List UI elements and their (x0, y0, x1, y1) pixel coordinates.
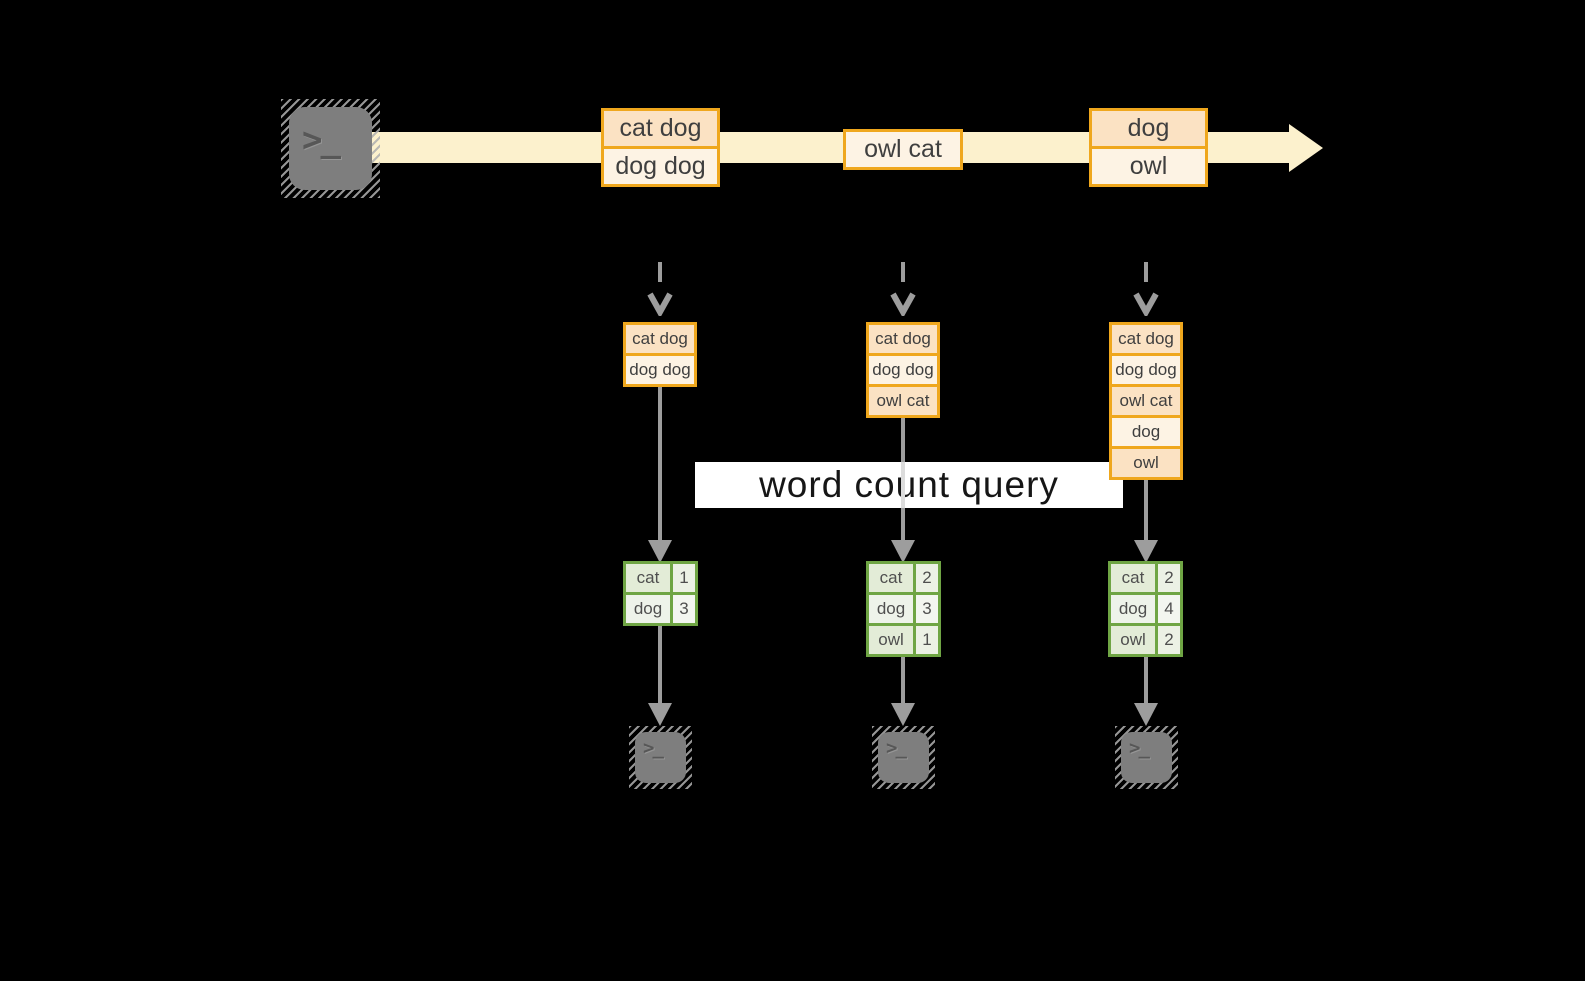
terminal-screen: >_ (1121, 732, 1172, 783)
terminal-prompt-icon: >_ (1129, 737, 1150, 759)
word-cell: dog (1111, 595, 1155, 623)
arrow-shaft (658, 626, 662, 703)
state-box-1: cat dog dog dog (623, 322, 697, 387)
state-row: cat dog (869, 325, 937, 353)
count-cell: 2 (916, 564, 938, 592)
event-box-1: cat dog dog dog (601, 108, 720, 187)
result-table-3: cat 2 dog 4 owl 2 (1108, 561, 1183, 657)
state-row: dog (1112, 415, 1180, 446)
query-label: word count query (695, 462, 1123, 508)
down-arrow-icon (890, 292, 916, 316)
arrow-shaft (1144, 657, 1148, 703)
state-row: dog dog (626, 353, 694, 384)
event-box-3: dog owl (1089, 108, 1208, 187)
word-cell: dog (626, 595, 670, 623)
down-arrow-icon (1133, 292, 1159, 316)
state-box-2: cat dog dog dog owl cat (866, 322, 940, 418)
dashed-arrow-shaft (901, 262, 905, 282)
word-cell: cat (626, 564, 670, 592)
dashed-arrow-shaft (658, 262, 662, 282)
event-box-2: owl cat (843, 129, 963, 170)
count-cell: 1 (673, 564, 695, 592)
dashed-arrow-shaft (1144, 262, 1148, 282)
state-row: cat dog (626, 325, 694, 353)
down-arrow-icon (1134, 703, 1158, 726)
state-row: owl cat (869, 384, 937, 415)
count-cell: 2 (1158, 564, 1180, 592)
terminal-screen: >_ (635, 732, 686, 783)
count-cell: 4 (1158, 595, 1180, 623)
result-table-1: cat 1 dog 3 (623, 561, 698, 626)
arrow-shaft-overlay (901, 462, 905, 508)
word-cell: dog (869, 595, 913, 623)
terminal-prompt-icon: >_ (302, 120, 341, 160)
state-row: dog dog (1112, 353, 1180, 384)
word-cell: owl (1111, 626, 1155, 654)
state-box-3: cat dog dog dog owl cat dog owl (1109, 322, 1183, 480)
arrow-shaft (901, 657, 905, 703)
terminal-prompt-icon: >_ (643, 737, 664, 759)
terminal-prompt-icon: >_ (886, 737, 907, 759)
right-arrow-icon (1289, 124, 1323, 172)
state-row: owl cat (1112, 384, 1180, 415)
down-arrow-icon (891, 540, 915, 563)
count-cell: 2 (1158, 626, 1180, 654)
event-line: dog (1092, 111, 1205, 146)
event-line: owl (1092, 146, 1205, 184)
word-cell: owl (869, 626, 913, 654)
event-line: cat dog (604, 111, 717, 146)
event-line: owl cat (846, 132, 960, 167)
result-table-2: cat 2 dog 3 owl 1 (866, 561, 941, 657)
event-line: dog dog (604, 146, 717, 184)
state-row: owl (1112, 446, 1180, 477)
terminal-source-icon: >_ (281, 99, 380, 198)
down-arrow-icon (648, 703, 672, 726)
terminal-screen: >_ (289, 107, 372, 190)
down-arrow-icon (648, 540, 672, 563)
count-cell: 3 (916, 595, 938, 623)
arrow-shaft (1144, 480, 1148, 540)
state-row: cat dog (1112, 325, 1180, 353)
query-label-text: word count query (759, 464, 1059, 505)
down-arrow-icon (1134, 540, 1158, 563)
state-row: dog dog (869, 353, 937, 384)
count-cell: 1 (916, 626, 938, 654)
terminal-sink-icon: >_ (1115, 726, 1178, 789)
word-cell: cat (869, 564, 913, 592)
count-cell: 3 (673, 595, 695, 623)
down-arrow-icon (647, 292, 673, 316)
terminal-sink-icon: >_ (872, 726, 935, 789)
down-arrow-icon (891, 703, 915, 726)
word-cell: cat (1111, 564, 1155, 592)
terminal-sink-icon: >_ (629, 726, 692, 789)
terminal-screen: >_ (878, 732, 929, 783)
arrow-shaft (658, 387, 662, 540)
